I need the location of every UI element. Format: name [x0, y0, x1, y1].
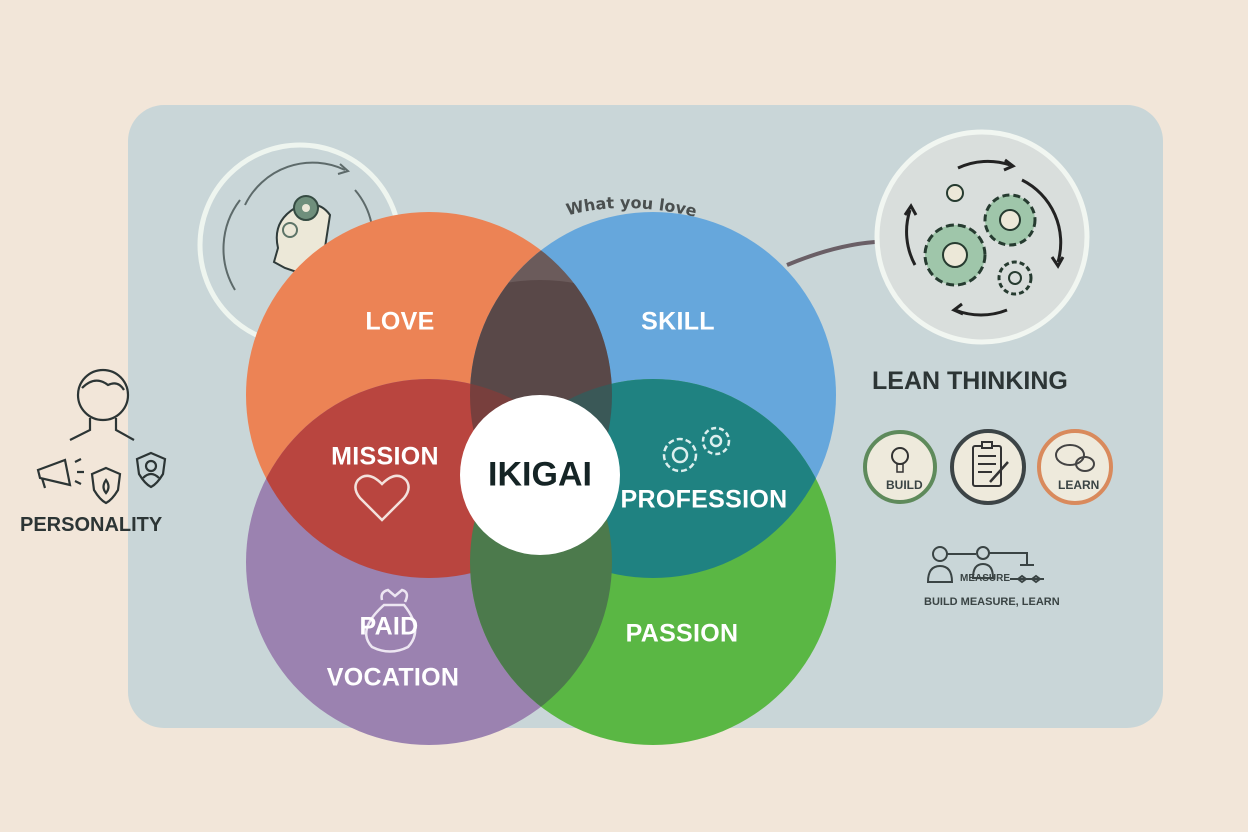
lean-thinking-title: LEAN THINKING	[872, 367, 1068, 395]
paid-label: PAID	[359, 612, 419, 641]
learn-label: LEARN	[1058, 478, 1100, 492]
passion-label: PASSION	[625, 619, 739, 648]
shield-flame-icon	[90, 466, 122, 505]
loop-caption: BUILD MEASURE, LEARN	[924, 596, 1060, 608]
clipboard-step-icon	[950, 429, 1026, 505]
megaphone-icon	[36, 458, 84, 489]
ikigai-center	[460, 395, 620, 555]
money-bag-icon	[364, 588, 417, 653]
build-measure-learn-loop-icon	[926, 546, 1044, 584]
build-step-icon	[863, 430, 937, 504]
ikigai-title: IKIGAI	[488, 455, 592, 494]
mission-label: MISSION	[331, 442, 439, 471]
measure-label: MEASURE	[960, 573, 1011, 584]
shield-user-icon	[135, 451, 167, 489]
gears-cycle-icon	[874, 129, 1090, 345]
connector-line	[786, 240, 876, 267]
build-label: BUILD	[886, 478, 923, 492]
learn-step-icon	[1037, 429, 1113, 505]
profession-label: PROFESSION	[620, 485, 788, 514]
love-label: LOVE	[365, 307, 435, 336]
person-icon	[69, 368, 135, 441]
gears-icon	[662, 426, 731, 473]
vocation-label: VOCATION	[326, 663, 460, 692]
personality-label: PERSONALITY	[20, 514, 163, 536]
skill-label: SKILL	[641, 307, 715, 336]
heart-icon	[354, 474, 410, 522]
